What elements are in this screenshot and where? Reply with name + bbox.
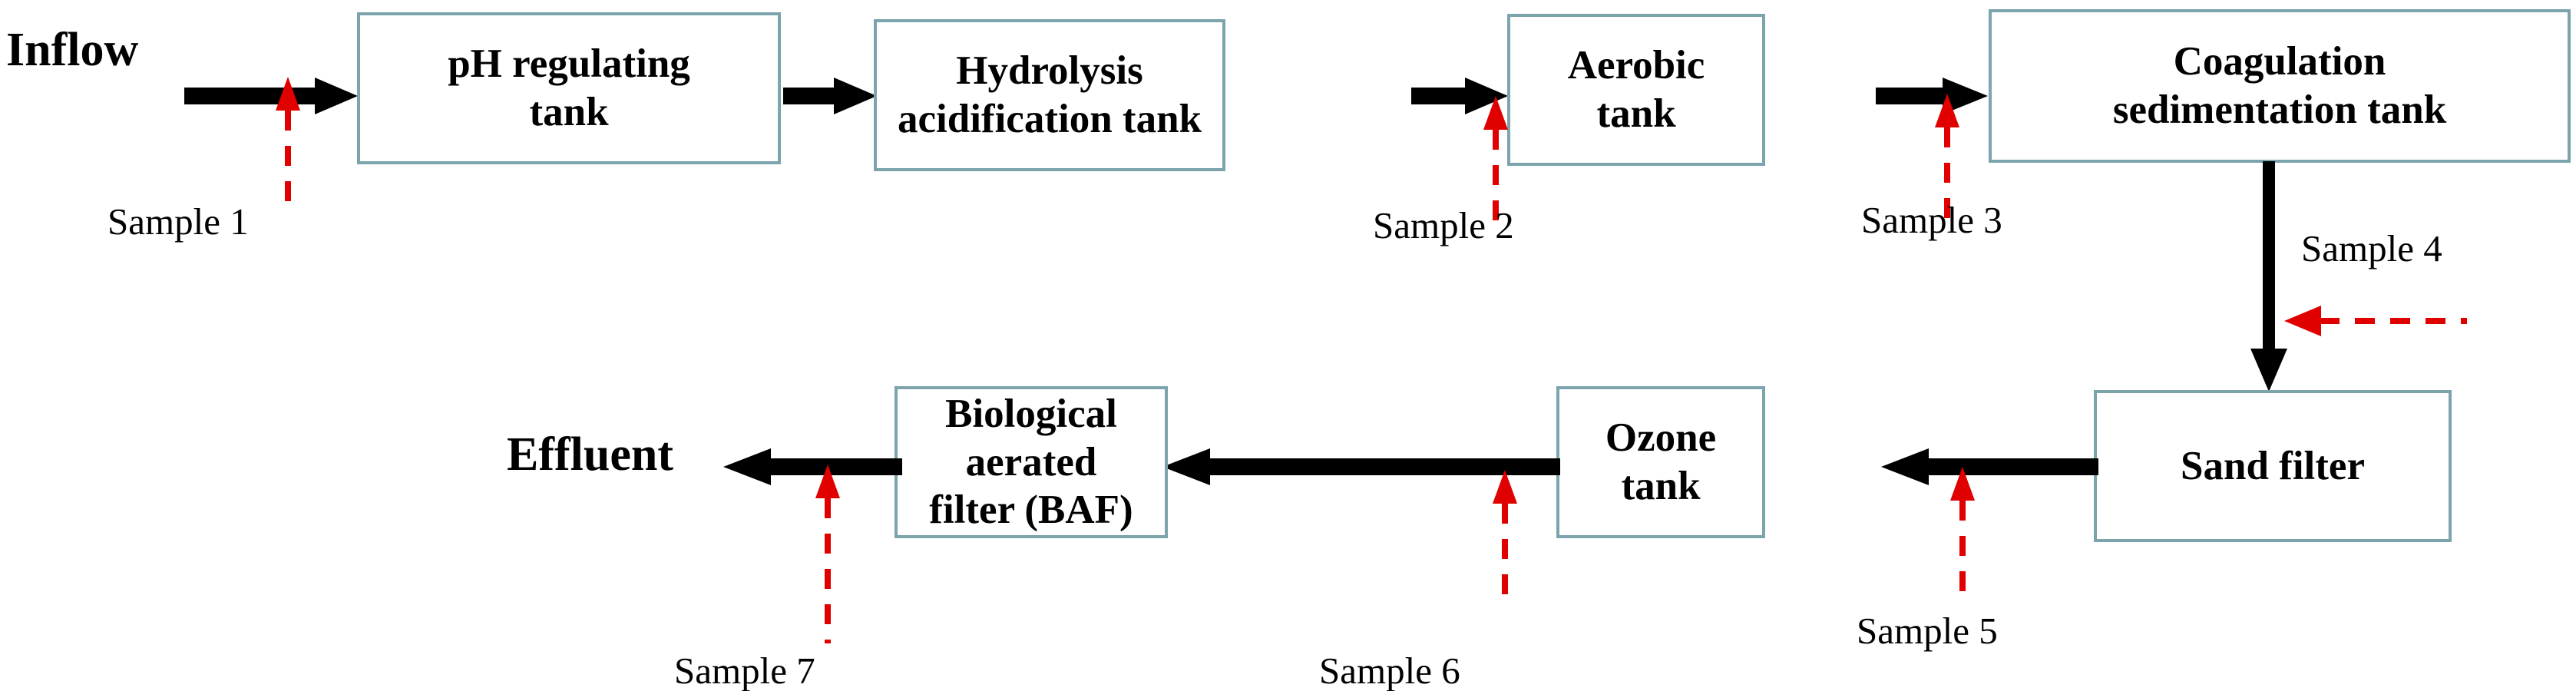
sampling-arrow-6	[1482, 470, 1528, 597]
flow-arrow-hydrolysis-to-aerobic	[1411, 73, 1511, 119]
node-coagulation-sedimentation-tank[interactable]: Coagulation sedimentation tank	[1989, 9, 2571, 163]
flow-arrow-aerobic-to-coagulation	[1876, 73, 1991, 119]
sampling-arrow-3	[1924, 94, 1970, 220]
node-label: pH regulating tank	[448, 41, 690, 134]
inflow-label: Inflow	[6, 24, 139, 76]
sample-label-6: Sample 6	[1319, 650, 1460, 691]
sampling-arrow-4	[2284, 301, 2469, 344]
sample-label-1: Sample 1	[107, 200, 249, 243]
effluent-label: Effluent	[507, 428, 673, 481]
node-sand-filter[interactable]: Sand filter	[2094, 390, 2452, 542]
flow-arrow-ozone-to-baf	[1161, 444, 1560, 490]
node-label: Coagulation sedimentation tank	[2112, 39, 2447, 132]
node-ozone-tank[interactable]: Ozone tank	[1556, 386, 1765, 538]
sample-label-2: Sample 2	[1373, 204, 1514, 246]
node-label: Biological aerated filter (BAF)	[929, 392, 1133, 533]
flow-arrow-sand-filter-to-ozone	[1880, 444, 2098, 490]
node-label: Sand filter	[2181, 443, 2365, 488]
sample-label-4: Sample 4	[2301, 227, 2442, 269]
node-label: Hydrolysis acidification tank	[897, 48, 1202, 141]
flow-arrow-baf-to-effluent	[722, 444, 902, 490]
node-hydrolysis-acidification-tank[interactable]: Hydrolysis acidification tank	[874, 19, 1225, 171]
node-ph-regulating-tank[interactable]: pH regulating tank	[357, 12, 781, 164]
node-aerobic-tank[interactable]: Aerobic tank	[1507, 14, 1765, 166]
node-label: Ozone tank	[1605, 415, 1717, 508]
sampling-arrow-5	[1939, 467, 1986, 593]
sample-label-5: Sample 5	[1857, 610, 1998, 652]
node-biological-aerated-filter[interactable]: Biological aerated filter (BAF)	[894, 386, 1168, 538]
sample-label-7: Sample 7	[674, 650, 815, 691]
flow-arrow-ph-tank-to-hydrolysis	[783, 73, 879, 119]
flow-arrow-inflow-to-ph-tank	[184, 73, 361, 119]
sample-label-3: Sample 3	[1861, 199, 2002, 241]
sampling-arrow-1	[265, 77, 311, 203]
flow-arrow-coagulation-to-sand-filter	[2246, 161, 2292, 393]
sampling-arrow-2	[1473, 96, 1519, 223]
node-label: Aerobic tank	[1567, 43, 1705, 136]
sampling-arrow-7	[805, 465, 851, 645]
